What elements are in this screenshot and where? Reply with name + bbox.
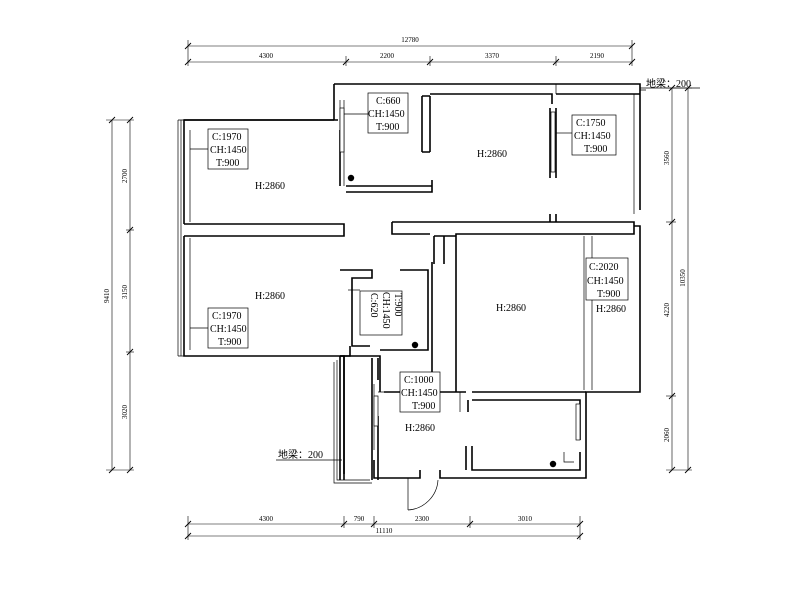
top-dimension-3: 3370 <box>485 52 500 60</box>
window-tag-7-height: T:900 <box>412 401 435 412</box>
top-dimension-1: 4300 <box>259 52 274 60</box>
room-height-balcony: H:2860 <box>596 304 626 315</box>
window-tag-5-width: C:620 <box>368 293 379 317</box>
room-height-bedroom-nw: H:2860 <box>255 181 285 192</box>
window-tag-4-height: T:900 <box>597 289 620 300</box>
right-total-dimension: 10350 <box>679 269 687 287</box>
bottom-dimension-4: 3010 <box>518 515 533 523</box>
right-dimension-1: 3560 <box>663 151 671 166</box>
window-tag-5: C:620 CH:1450 T:900 <box>359 290 403 336</box>
window-tag-2-height: T:900 <box>376 122 399 133</box>
room-height-labels: H:2860 H:2860 H:2860 H:2860 H:2860 H:286… <box>255 149 626 434</box>
window-tag-6-height: T:900 <box>218 337 241 348</box>
column-markers <box>347 174 557 468</box>
left-total-dimension: 9410 <box>103 289 111 304</box>
window-tag-7: C:1000 CH:1450 T:900 <box>399 371 441 413</box>
thin-lines <box>177 84 700 484</box>
right-dimension-chain: 3560 4220 2060 10350 <box>663 84 692 474</box>
top-total-dimension: 12780 <box>401 36 419 44</box>
window-tag-7-width: C:1000 <box>404 375 433 386</box>
window-tag-1-width: C:1970 <box>212 132 241 143</box>
window-tag-3-sill: CH:1450 <box>574 131 611 142</box>
window-marks <box>339 107 581 441</box>
top-dimension-2: 2200 <box>380 52 395 60</box>
window-tag-4-sill: CH:1450 <box>587 276 624 287</box>
beam-label-top-text: 地梁：200 <box>646 77 691 90</box>
window-tag-3: C:1750 CH:1450 T:900 <box>571 114 617 156</box>
room-height-bedroom-sw: H:2860 <box>255 291 285 302</box>
window-tag-2-sill: CH:1450 <box>368 109 405 120</box>
window-tag-1-sill: CH:1450 <box>210 145 247 156</box>
room-height-living: H:2860 <box>496 303 526 314</box>
window-tag-3-width: C:1750 <box>576 118 605 129</box>
window-tag-6-width: C:1970 <box>212 311 241 322</box>
window-mark-2 <box>339 107 345 153</box>
left-dimension-2: 3150 <box>121 285 129 300</box>
window-mark-3 <box>575 403 581 441</box>
window-mark-1 <box>550 111 556 173</box>
left-dimension-1: 2700 <box>121 169 129 184</box>
left-dimension-chain: 9410 2700 3150 3020 <box>103 116 134 474</box>
top-dimension-chain: 12780 4300 2200 3370 2190 <box>184 36 636 66</box>
beam-label-top: 地梁：200 <box>646 77 691 90</box>
window-tag-4-width: C:2020 <box>589 262 618 273</box>
window-tag-2: C:660 CH:1450 T:900 <box>367 92 409 134</box>
walls <box>183 83 641 480</box>
column-dot-3 <box>549 460 557 468</box>
window-tag-5-sill: CH:1450 <box>380 292 391 329</box>
bottom-dimension-3: 2300 <box>415 515 430 523</box>
window-tag-1: C:1970 CH:1450 T:900 <box>207 128 249 170</box>
right-dimension-2: 4220 <box>663 303 671 318</box>
top-dimension-4: 2190 <box>590 52 605 60</box>
window-tag-1-height: T:900 <box>216 158 239 169</box>
entry-door[interactable] <box>407 478 439 511</box>
window-tag-7-sill: CH:1450 <box>401 388 438 399</box>
room-height-bedroom-ne: H:2860 <box>477 149 507 160</box>
column-dot-1 <box>347 174 355 182</box>
beam-label-bottom-text: 地梁：200 <box>278 448 323 461</box>
bottom-dimension-1: 4300 <box>259 515 274 523</box>
bottom-dimension-2: 790 <box>354 515 365 523</box>
window-mark-4 <box>373 395 379 427</box>
window-tag-6-sill: CH:1450 <box>210 324 247 335</box>
right-dimension-3: 2060 <box>663 428 671 443</box>
window-tag-6: C:1970 CH:1450 T:900 <box>207 307 249 349</box>
window-tag-4: C:2020 CH:1450 T:900 <box>585 257 629 301</box>
room-height-entry: H:2860 <box>405 423 435 434</box>
left-dimension-3: 3020 <box>121 405 129 420</box>
bottom-dimension-chain: 4300 790 2300 3010 11110 <box>184 515 584 540</box>
column-dot-2 <box>411 341 419 349</box>
window-tag-3-height: T:900 <box>584 144 607 155</box>
beam-label-bottom: 地梁：200 <box>276 448 342 461</box>
window-tag-5-height: T:900 <box>392 293 403 316</box>
window-tag-2-width: C:660 <box>376 96 400 107</box>
bottom-total-dimension: 11110 <box>376 527 393 535</box>
